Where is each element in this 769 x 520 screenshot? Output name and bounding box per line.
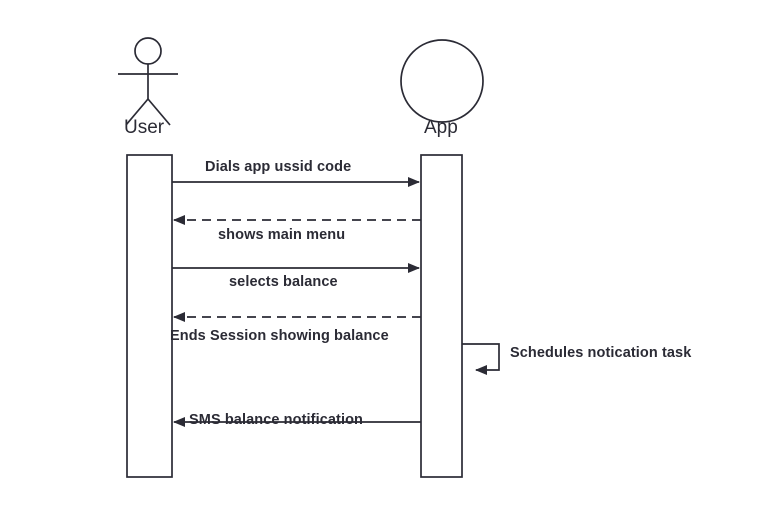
message-label-m3: selects balance [229,274,338,290]
lifeline-app-activation [420,154,463,478]
message-label-m6: SMS balance notification [189,412,364,428]
message-label-m4: Ends Session showing balance [170,328,389,344]
message-label-m5: Schedules notication task [510,345,692,361]
lifeline-user-activation [126,154,173,478]
actor-label-user: User [124,117,165,138]
message-arrow-m5-self [462,343,500,375]
actor-label-app: App [424,117,458,138]
message-label-m2: shows main menu [218,227,346,243]
message-label-m1: Dials app ussid code [205,159,352,175]
actor-app-figure [400,39,484,123]
actor-user-figure [118,37,178,126]
